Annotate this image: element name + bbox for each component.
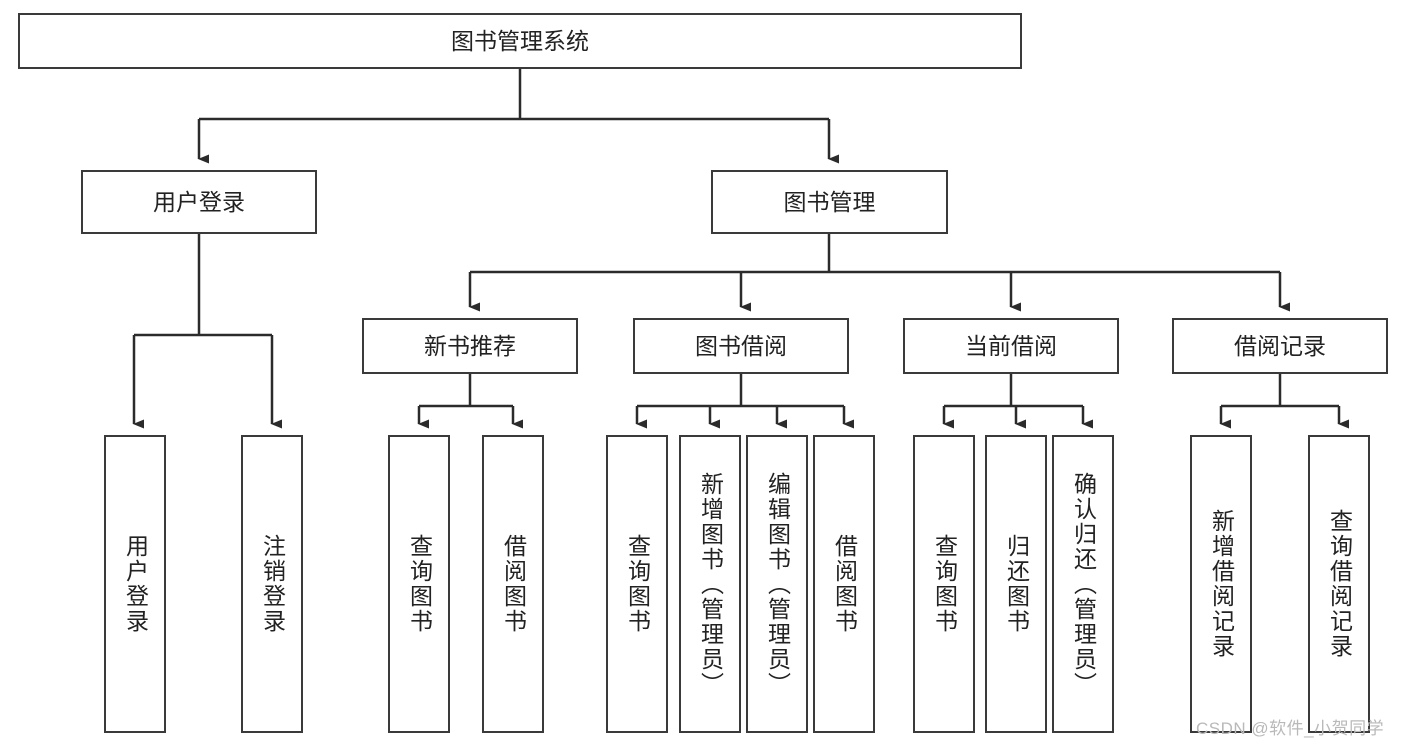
- node-label: 用户登录: [122, 534, 149, 634]
- node-book-borrow[interactable]: 图书借阅: [633, 318, 849, 374]
- node-label: 查询图书: [931, 534, 958, 634]
- node-leaf-return-book[interactable]: 归还图书: [985, 435, 1047, 733]
- node-label: 借阅记录: [1234, 332, 1326, 359]
- node-label: 图书借阅: [695, 332, 787, 359]
- node-user-login[interactable]: 用户登录: [81, 170, 317, 234]
- node-leaf-query-book-2[interactable]: 查询图书: [606, 435, 668, 733]
- node-label: 查询借阅记录: [1326, 509, 1353, 659]
- node-leaf-query-book-1[interactable]: 查询图书: [388, 435, 450, 733]
- node-leaf-query-record[interactable]: 查询借阅记录: [1308, 435, 1370, 733]
- node-label: 归还图书: [1003, 534, 1030, 634]
- node-label: 当前借阅: [965, 332, 1057, 359]
- node-root[interactable]: 图书管理系统: [18, 13, 1022, 69]
- node-label: 注销登录: [259, 534, 286, 634]
- node-label: 借阅图书: [831, 534, 858, 634]
- node-leaf-add-record[interactable]: 新增借阅记录: [1190, 435, 1252, 733]
- node-label: 查询图书: [624, 534, 651, 634]
- node-label: 图书管理系统: [451, 27, 589, 54]
- node-leaf-edit-book[interactable]: 编辑图书（管理员）: [746, 435, 808, 733]
- node-leaf-add-book[interactable]: 新增图书（管理员）: [679, 435, 741, 733]
- node-leaf-query-book-3[interactable]: 查询图书: [913, 435, 975, 733]
- node-label: 编辑图书（管理员）: [764, 471, 791, 697]
- node-current-borrow[interactable]: 当前借阅: [903, 318, 1119, 374]
- node-label: 图书管理: [783, 188, 876, 215]
- node-label: 借阅图书: [500, 534, 527, 634]
- node-leaf-user-login[interactable]: 用户登录: [104, 435, 166, 733]
- node-leaf-user-logout[interactable]: 注销登录: [241, 435, 303, 733]
- node-label: 新增借阅记录: [1208, 509, 1235, 659]
- node-leaf-borrow-book-1[interactable]: 借阅图书: [482, 435, 544, 733]
- node-leaf-confirm-return[interactable]: 确认归还（管理员）: [1052, 435, 1114, 733]
- node-label: 查询图书: [406, 534, 433, 634]
- node-label: 确认归还（管理员）: [1070, 471, 1097, 697]
- node-borrow-record[interactable]: 借阅记录: [1172, 318, 1388, 374]
- node-label: 新书推荐: [424, 332, 516, 359]
- csdn-watermark: CSDN @软件_小贺同学: [1196, 719, 1385, 738]
- node-leaf-borrow-book-2[interactable]: 借阅图书: [813, 435, 875, 733]
- node-label: 新增图书（管理员）: [697, 471, 724, 697]
- node-label: 用户登录: [153, 188, 245, 215]
- node-book-manage[interactable]: 图书管理: [711, 170, 948, 234]
- node-new-book-rec[interactable]: 新书推荐: [362, 318, 578, 374]
